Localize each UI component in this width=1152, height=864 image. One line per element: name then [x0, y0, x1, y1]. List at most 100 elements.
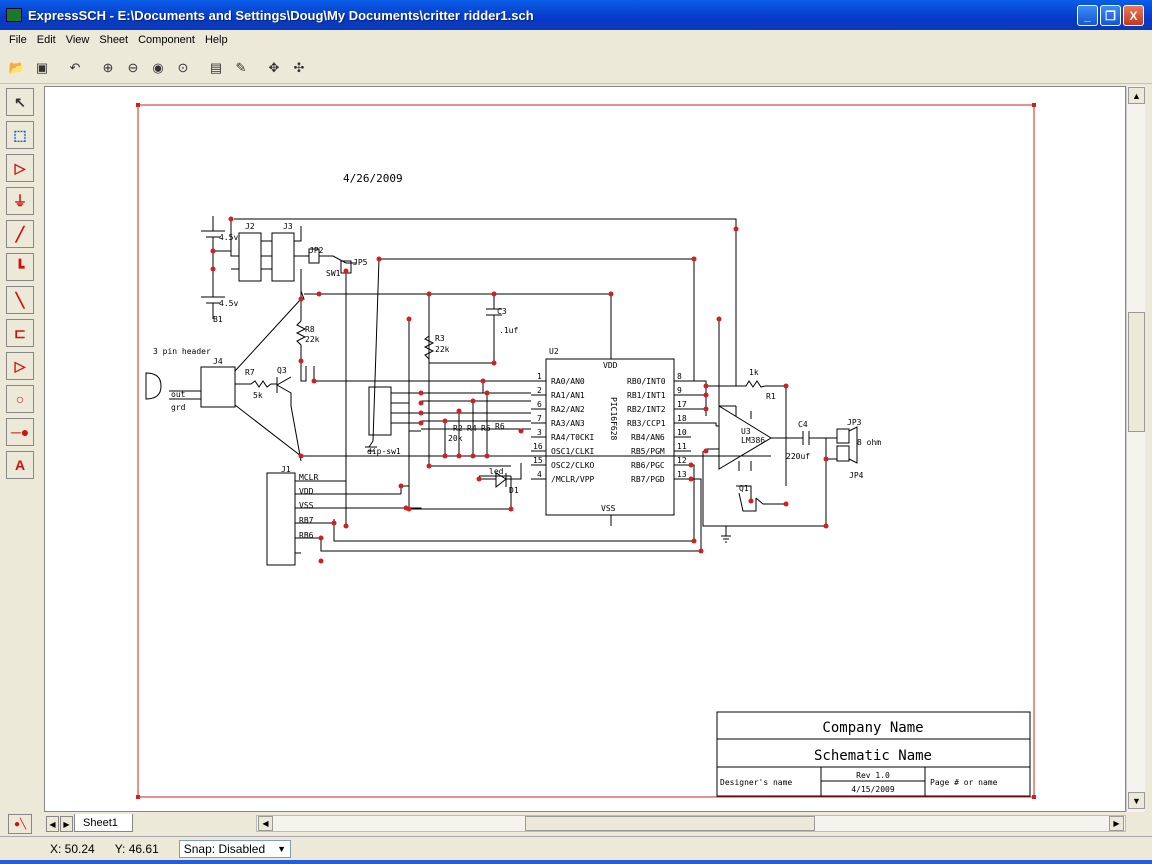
svg-text:PIC16F628: PIC16F628 — [609, 397, 618, 441]
svg-text:RB2/INT2: RB2/INT2 — [627, 405, 666, 414]
tab-sheet1[interactable]: Sheet1 — [74, 814, 133, 832]
svg-text:RB7: RB7 — [299, 516, 314, 525]
buffer-tool-icon[interactable]: ▷ — [6, 154, 34, 182]
svg-text:3: 3 — [537, 428, 542, 437]
svg-text:Rev 1.0: Rev 1.0 — [856, 771, 890, 780]
app-icon — [6, 8, 22, 22]
svg-text:15: 15 — [533, 456, 543, 465]
schematic-canvas[interactable]: 4/26/2009 — [44, 86, 1126, 812]
svg-text:RB7/PGD: RB7/PGD — [631, 475, 665, 484]
vertical-scrollbar[interactable]: ▲ ▼ — [1126, 86, 1145, 812]
svg-text:RB1/INT1: RB1/INT1 — [627, 391, 666, 400]
line-tool-icon[interactable]: ╲ — [6, 286, 34, 314]
menu-help[interactable]: Help — [204, 34, 228, 46]
svg-text:Q3: Q3 — [277, 366, 287, 375]
svg-text:4: 4 — [537, 470, 542, 479]
svg-text:22k: 22k — [305, 335, 320, 344]
pan-icon[interactable]: ✥ — [268, 59, 280, 75]
svg-text:.1uf: .1uf — [499, 326, 518, 335]
svg-text:dip-sw1: dip-sw1 — [367, 447, 401, 456]
tab-next-icon[interactable]: ▶ — [60, 816, 73, 832]
svg-text:RB0/INT0: RB0/INT0 — [627, 377, 666, 386]
svg-text:11: 11 — [677, 442, 687, 451]
horizontal-scrollbar[interactable]: ◀ ▶ — [256, 815, 1126, 832]
properties-icon[interactable]: ▤ — [209, 59, 223, 75]
svg-text:1: 1 — [537, 372, 542, 381]
zoom-page-icon[interactable]: ⊙ — [177, 59, 189, 75]
menu-edit[interactable]: Edit — [36, 34, 56, 46]
circle-tool-icon[interactable]: ○ — [6, 385, 34, 413]
svg-text:RA3/AN3: RA3/AN3 — [551, 419, 585, 428]
zoom-fit-icon[interactable]: ◉ — [152, 59, 164, 75]
svg-text:R6: R6 — [495, 422, 505, 431]
scroll-left-icon[interactable]: ◀ — [258, 816, 273, 831]
gate-tool-icon[interactable]: ▷ — [6, 352, 34, 380]
svg-text:R4: R4 — [467, 424, 477, 433]
window-title: ExpressSCH - E:\Documents and Settings\D… — [28, 7, 534, 23]
svg-text:JP5: JP5 — [353, 258, 368, 267]
scroll-right-icon[interactable]: ▶ — [1109, 816, 1124, 831]
save-icon[interactable]: ▣ — [35, 59, 49, 75]
svg-text:MCLR: MCLR — [299, 473, 318, 482]
menu-file[interactable]: File — [9, 34, 27, 46]
svg-text:RB5/PGM: RB5/PGM — [631, 447, 665, 456]
menu-sheet[interactable]: Sheet — [99, 34, 129, 46]
svg-text:22k: 22k — [435, 345, 450, 354]
pointer-tool-icon[interactable]: ↖ — [6, 88, 34, 116]
wire-tool-icon[interactable]: ╱ — [6, 220, 34, 248]
maximize-button[interactable]: ❐ — [1100, 5, 1121, 26]
vertical-scroll-thumb[interactable] — [1128, 312, 1145, 432]
svg-text:B1: B1 — [213, 315, 223, 324]
svg-text:VSS: VSS — [601, 504, 616, 513]
menu-view[interactable]: View — [65, 34, 90, 46]
svg-text:2: 2 — [537, 386, 542, 395]
svg-text:J2: J2 — [245, 222, 255, 231]
svg-text:12: 12 — [677, 456, 687, 465]
minimize-button[interactable]: _ — [1077, 5, 1098, 26]
svg-text:4.5v: 4.5v — [219, 233, 238, 242]
y-coordinate: Y: 46.61 — [114, 841, 159, 856]
scroll-up-icon[interactable]: ▲ — [1128, 87, 1145, 104]
text-tool-icon[interactable]: A — [6, 451, 34, 479]
svg-text:C4: C4 — [798, 420, 808, 429]
svg-text:Page # or name: Page # or name — [930, 778, 998, 787]
net-tool-icon[interactable]: ●╲ — [8, 814, 32, 834]
svg-text:out: out — [171, 390, 186, 399]
menu-component[interactable]: Component — [138, 34, 195, 46]
pin-tool-icon[interactable]: ─● — [6, 418, 34, 446]
status-bar: X: 50.24 Y: 46.61 Snap: Disabled ▼ — [0, 836, 1152, 860]
svg-text:led: led — [489, 467, 504, 476]
open-icon[interactable]: 📂 — [8, 59, 26, 75]
scroll-down-icon[interactable]: ▼ — [1128, 792, 1145, 809]
svg-text:JP3: JP3 — [847, 418, 862, 427]
svg-text:Company Name: Company Name — [822, 720, 923, 736]
svg-text:J3: J3 — [283, 222, 293, 231]
svg-text:SW1: SW1 — [326, 269, 341, 278]
svg-text:LM386: LM386 — [741, 436, 765, 445]
svg-text:16: 16 — [533, 442, 543, 451]
ground-tool-icon[interactable]: ⏚ — [6, 187, 34, 215]
horizontal-scroll-thumb[interactable] — [525, 816, 815, 831]
zoom-in-icon[interactable]: ⊕ — [102, 59, 114, 75]
svg-text:Designer's name: Designer's name — [720, 778, 792, 787]
svg-text:RA2/AN2: RA2/AN2 — [551, 405, 585, 414]
edit-icon[interactable]: ✎ — [235, 59, 247, 75]
svg-text:20k: 20k — [448, 434, 463, 443]
zoom-out-icon[interactable]: ⊖ — [127, 59, 139, 75]
title-block: Company Name Schematic Name Designer's n… — [720, 720, 998, 794]
svg-text:RB6/PGC: RB6/PGC — [631, 461, 665, 470]
undo-icon[interactable]: ↶ — [69, 59, 81, 75]
select-area-tool-icon[interactable]: ⬚ — [6, 121, 34, 149]
snap-value: Snap: Disabled — [183, 841, 266, 856]
close-button[interactable]: X — [1123, 5, 1144, 26]
svg-text:R5: R5 — [481, 424, 491, 433]
pan-all-icon[interactable]: ✣ — [293, 59, 305, 75]
tab-prev-icon[interactable]: ◀ — [46, 816, 59, 832]
sheet-bar: ●╲ ◀ ▶ — [0, 812, 1152, 836]
component-toolbox: ↖ ⬚ ▷ ⏚ ╱ ┗ ╲ ⊏ ▷ ○ ─● A — [4, 86, 40, 816]
ic-tool-icon[interactable]: ⊏ — [6, 319, 34, 347]
snap-select[interactable]: Snap: Disabled ▼ — [178, 839, 292, 858]
bus-tool-icon[interactable]: ┗ — [6, 253, 34, 281]
svg-text:J1: J1 — [281, 465, 291, 474]
